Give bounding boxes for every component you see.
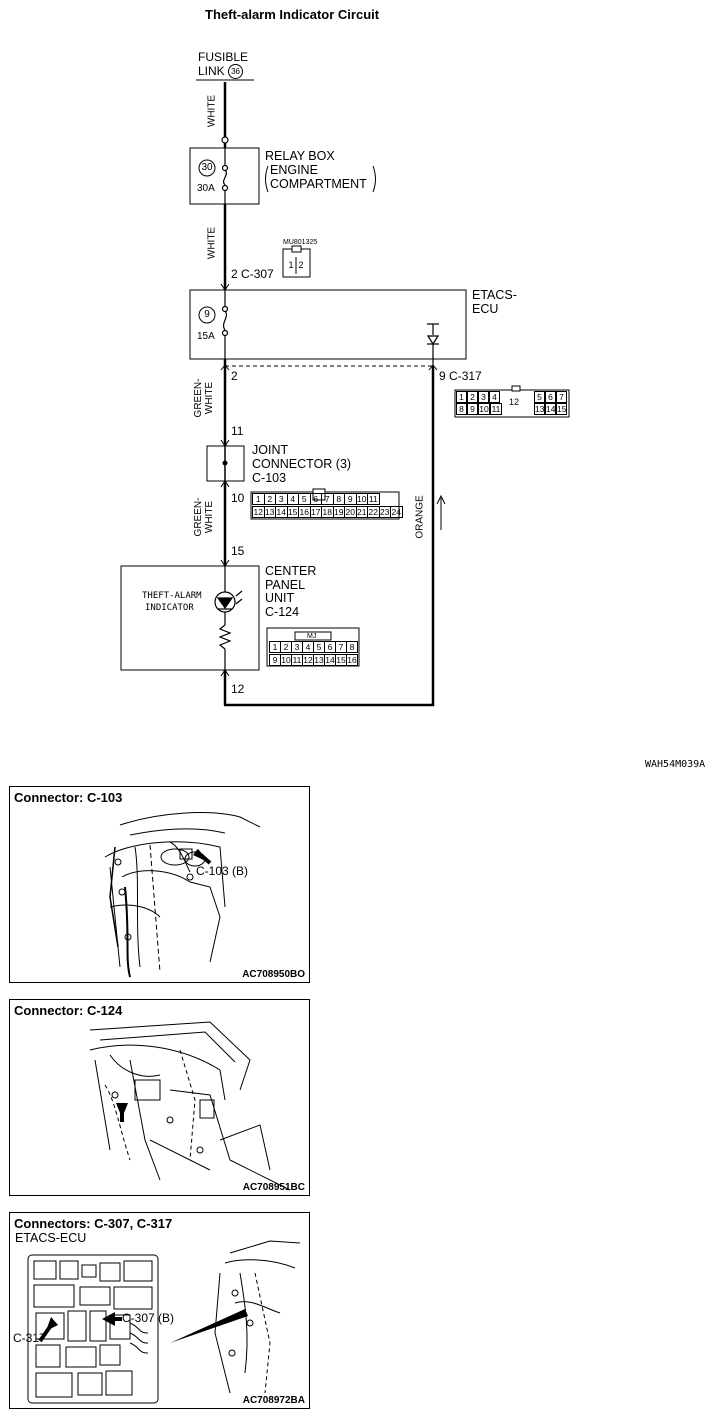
etacs-ecu-illustration — [27, 1240, 301, 1404]
c317-pin: 11 — [490, 403, 502, 415]
etacs-label: ETACS- ECU — [472, 288, 517, 316]
photo-panel-c103: Connector: C-103 C-103 (B) AC708950BO — [9, 786, 310, 983]
c317-pin: 10 — [478, 403, 490, 415]
joint-connector-label: JOINT CONNECTOR (3) C-103 — [252, 443, 352, 485]
photo-panel-c307-c317: Connectors: C-307, C-317 ETACS-ECU — [9, 1212, 310, 1409]
photo-code: AC708972BA — [242, 1395, 305, 1406]
c317-pin: 3 — [478, 391, 489, 403]
c307-part-number: MU801325 — [283, 239, 318, 246]
connector-pin: 16 — [346, 654, 358, 666]
c307-pins: 1 2 — [286, 260, 306, 270]
photo-subtitle: ETACS-ECU — [15, 1231, 87, 1245]
c317-pin: 5 — [534, 391, 545, 403]
figure-code: WAH54M039A — [645, 759, 706, 770]
c307-pin: 2 — [298, 260, 304, 270]
center-panel-pin-bottom: 12 — [231, 682, 245, 696]
wire-color-white-1: WHITE — [206, 94, 218, 128]
c307-pin: 1 — [288, 260, 294, 270]
etacs-output-switch — [426, 323, 440, 366]
c124-plug-label: MJ — [307, 633, 317, 640]
c317-pin: 14 — [545, 403, 556, 415]
relay-box-label: RELAY BOX ENGINE COMPARTMENT — [265, 149, 367, 191]
c317-pin: 12 — [509, 397, 520, 407]
relay-fuse-number: 30 — [201, 162, 213, 173]
etacs-fuse-number: 9 — [204, 309, 210, 320]
fusible-link-number: 36 — [228, 64, 244, 80]
wiring-diagram — [120, 79, 570, 707]
connector-pin: 8 — [346, 641, 358, 653]
c317-pin: 8 — [456, 403, 467, 415]
c317-pin: 15 — [556, 403, 567, 415]
c317-pin: 13 — [534, 403, 545, 415]
c317-pin: 1 — [456, 391, 467, 403]
center-console-illustration — [89, 1021, 291, 1191]
photo-callout-c317: C-317 — [13, 1331, 46, 1345]
c317-pin: 4 — [489, 391, 500, 403]
relay-fuse-rating: 30A — [197, 183, 215, 194]
wire-color-orange: ORANGE — [414, 495, 426, 539]
connector-pin: 24 — [390, 506, 403, 518]
current-direction-arrow — [436, 494, 446, 530]
photo-callout-c307: C-307 (B) — [122, 1311, 175, 1325]
diagram-title: Theft-alarm Indicator Circuit — [205, 7, 380, 22]
dashboard-illustration — [104, 812, 261, 978]
fusible-link-label: FUSIBLE LINK 36 — [198, 50, 249, 80]
wire-color-green-white-1: GREEN-WHITE — [193, 378, 215, 418]
photo-callout: C-103 (B) — [196, 864, 249, 878]
c307-connector-face — [282, 245, 311, 278]
connector-pin: 11 — [367, 493, 380, 505]
relay-bracket-right — [372, 165, 376, 193]
joint-pin-bottom: 10 — [231, 491, 245, 505]
c317-pin: 2 — [467, 391, 478, 403]
wire-color-green-white-2: GREEN-WHITE — [193, 497, 215, 537]
c317-pin: 7 — [556, 391, 567, 403]
joint-pin-top: 11 — [231, 424, 244, 438]
relay-fuse-number-circle — [198, 159, 216, 177]
photo-panel-c124: Connector: C-124 AC708951BC — [9, 999, 310, 1196]
main-wire — [223, 82, 435, 707]
indicator-lamp-symbol — [214, 566, 243, 670]
center-panel-label: CENTER PANEL UNIT C-124 — [265, 564, 317, 619]
etacs-pin-out-right: 9 C-317 — [439, 369, 482, 383]
etacs-fuse-symbol — [221, 290, 229, 366]
etacs-pin-out-left: 2 — [231, 369, 238, 383]
photo-code: AC708950BO — [242, 969, 305, 980]
photo-panel-title: Connector: C-103 — [14, 790, 123, 805]
photo-code: AC708951BC — [242, 1182, 305, 1193]
joint-node — [222, 460, 228, 466]
c317-pin: 6 — [545, 391, 556, 403]
c317-pin: 9 — [467, 403, 478, 415]
wire-color-white-2: WHITE — [206, 226, 218, 260]
etacs-fuse-rating: 15A — [197, 331, 215, 342]
photo-panel-title: Connector: C-124 — [14, 1003, 123, 1018]
photo-panel-title: Connectors: C-307, C-317 — [14, 1216, 173, 1231]
center-panel-outline — [120, 565, 260, 671]
etacs-fuse-number-circle — [198, 306, 216, 324]
indicator-label: THEFT-ALARM INDICATOR — [142, 591, 202, 613]
relay-fuse-symbol — [221, 136, 229, 204]
center-panel-pin-top: 15 — [231, 544, 245, 558]
etacs-pin-in: 2 C-307 — [231, 267, 274, 281]
c317-pins: 1 2 3 4 5 6 7 8 9 10 11 12 13 14 15 — [456, 391, 568, 416]
relay-bracket-left — [265, 165, 269, 193]
etacs-box-outline — [189, 289, 467, 360]
